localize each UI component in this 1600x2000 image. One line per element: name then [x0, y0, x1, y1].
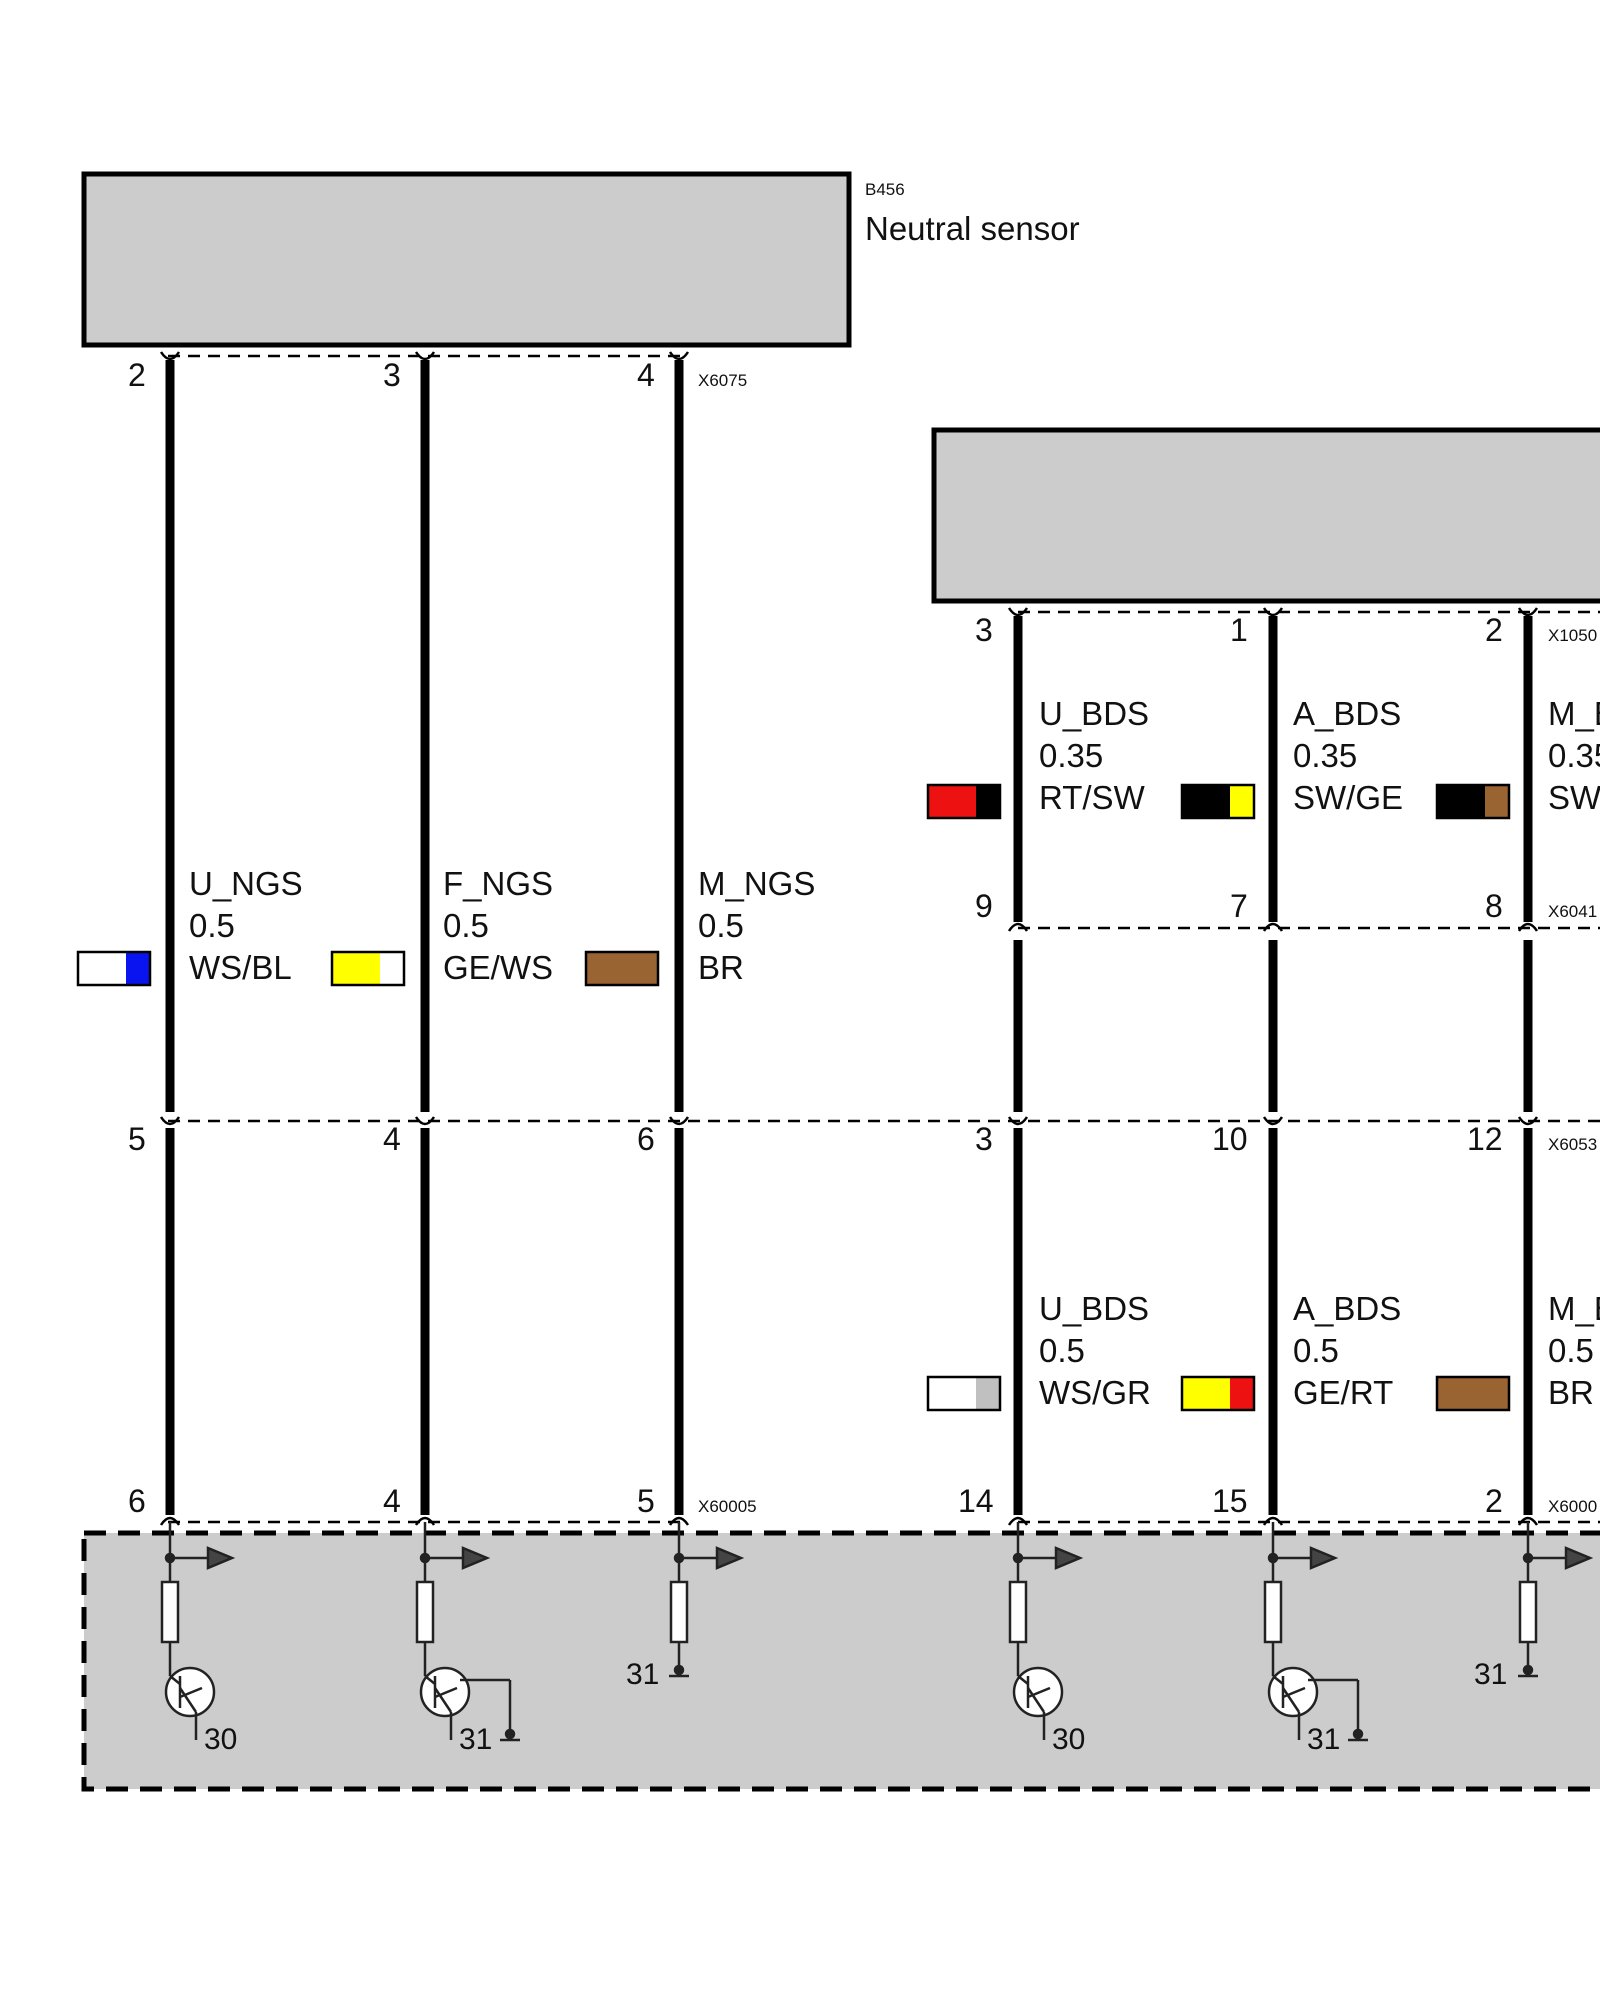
- connector-x1050: X1050: [1548, 626, 1597, 645]
- wire-size: 0.35: [1039, 737, 1103, 774]
- driver-circuit: [1008, 1522, 1084, 1740]
- color-swatch: [1180, 1375, 1256, 1412]
- pin-label: 7: [1230, 888, 1248, 924]
- wire-signal: A_BDS: [1293, 695, 1401, 732]
- pin-label: 2: [128, 357, 146, 393]
- driver-circuit: [669, 1522, 745, 1678]
- pin-label: 3: [975, 612, 993, 648]
- neutral-sensor-id: B456: [865, 180, 905, 199]
- pin-label: 5: [128, 1121, 146, 1157]
- wire-color: GE/WS: [443, 949, 553, 986]
- wire-size: 0.35: [1548, 737, 1600, 774]
- wire-color: BR: [1548, 1374, 1594, 1411]
- pin-label: 12: [1467, 1121, 1503, 1157]
- ground-label: 31: [1474, 1658, 1507, 1691]
- wire-color: WS/BL: [189, 949, 292, 986]
- wire-size: 0.5: [698, 907, 744, 944]
- driver-circuit: [1263, 1522, 1368, 1742]
- pin-label: 6: [128, 1483, 146, 1519]
- wire-signal: A_BDS: [1293, 1290, 1401, 1327]
- pin-label: 4: [383, 1121, 401, 1157]
- driver-circuit: [1518, 1522, 1594, 1678]
- color-swatch: [584, 950, 660, 987]
- wire-color: BR: [698, 949, 744, 986]
- control-unit-box[interactable]: [81, 1530, 1600, 1792]
- ground-label: 31: [1307, 1723, 1340, 1756]
- pin-label: 4: [383, 1483, 401, 1519]
- wire-size: 0.5: [1548, 1332, 1594, 1369]
- wire-size: 0.5: [1039, 1332, 1085, 1369]
- color-swatch: [1180, 783, 1256, 820]
- pin-label: 3: [383, 357, 401, 393]
- pin-label: 2: [1485, 1483, 1503, 1519]
- connector-x6053: X6053: [1548, 1135, 1597, 1154]
- pin-label: 15: [1212, 1483, 1248, 1519]
- color-swatch: [76, 950, 152, 987]
- wire-color: SW/BR: [1548, 779, 1600, 816]
- pin-label: 4: [637, 357, 655, 393]
- pin-label: 8: [1485, 888, 1503, 924]
- wire-size: 0.35: [1293, 737, 1357, 774]
- wire-signal: F_NGS: [443, 865, 553, 902]
- wire-color: WS/GR: [1039, 1374, 1151, 1411]
- ground-label: 30: [204, 1723, 237, 1756]
- wire-signal: U_NGS: [189, 865, 303, 902]
- connector-x6000: X6000: [1548, 1497, 1597, 1516]
- wire-size: 0.5: [443, 907, 489, 944]
- pin-label: 14: [958, 1483, 994, 1519]
- wire-color: RT/SW: [1039, 779, 1146, 816]
- color-swatch: [1435, 1375, 1511, 1412]
- right-module-box[interactable]: [931, 427, 1600, 604]
- neutral-sensor-box[interactable]: [81, 171, 852, 348]
- ground-label: 31: [459, 1723, 492, 1756]
- connector-x6075: X6075: [698, 371, 747, 390]
- wire-signal: M_BDS: [1548, 695, 1600, 732]
- pin-label: 3: [975, 1121, 993, 1157]
- connector-x60005: X60005: [698, 1497, 757, 1516]
- wire-size: 0.5: [189, 907, 235, 944]
- color-swatch: [926, 1375, 1002, 1412]
- wire-size: 0.5: [1293, 1332, 1339, 1369]
- ground-label: 30: [1052, 1723, 1085, 1756]
- neutral-sensor-name: Neutral sensor: [865, 210, 1080, 247]
- pin-junctions: [159, 351, 1539, 1526]
- pin-label: 9: [975, 888, 993, 924]
- ground-label: 31: [626, 1658, 659, 1691]
- color-swatch: [1435, 783, 1511, 820]
- pin-label: 5: [637, 1483, 655, 1519]
- driver-circuit: [415, 1522, 520, 1742]
- wire-color: SW/GE: [1293, 779, 1403, 816]
- wire-signal: U_BDS: [1039, 1290, 1149, 1327]
- driver-circuit: [160, 1522, 236, 1740]
- connector-x6041: X6041: [1548, 902, 1597, 921]
- color-swatch: [926, 783, 1002, 820]
- pin-label: 6: [637, 1121, 655, 1157]
- color-swatch: [330, 950, 406, 987]
- wire-signal: M_BDS: [1548, 1290, 1600, 1327]
- pin-label: 10: [1212, 1121, 1248, 1157]
- wire-color: GE/RT: [1293, 1374, 1393, 1411]
- wire-signal: U_BDS: [1039, 695, 1149, 732]
- wire-signal: M_NGS: [698, 865, 815, 902]
- pin-label: 1: [1230, 612, 1248, 648]
- pin-label: 2: [1485, 612, 1503, 648]
